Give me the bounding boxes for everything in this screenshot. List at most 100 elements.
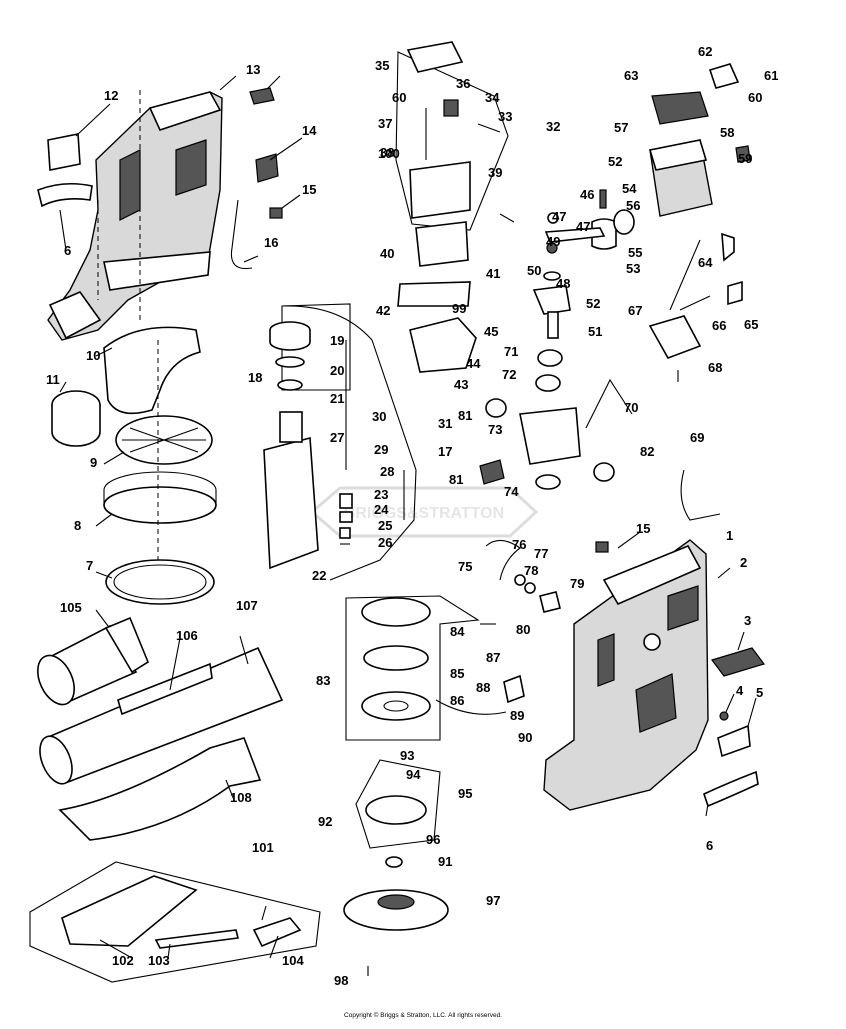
part-number-label: 59 bbox=[738, 151, 752, 166]
leader-lines bbox=[59, 75, 757, 959]
part-number-label: 35 bbox=[375, 58, 389, 73]
part-number-label: 88 bbox=[476, 680, 490, 695]
part-number-label: 82 bbox=[640, 444, 654, 459]
part-number-label: 47 bbox=[552, 209, 566, 224]
part-number-label: 6 bbox=[64, 243, 71, 258]
part-number-label: 65 bbox=[744, 317, 758, 332]
part-number-label: 33 bbox=[498, 109, 512, 124]
part-number-label: 14 bbox=[302, 123, 317, 138]
part-number-label: 103 bbox=[148, 953, 170, 968]
part-number-label: 101 bbox=[252, 840, 274, 855]
part-number-label: 107 bbox=[236, 598, 258, 613]
part-number-label: 49 bbox=[546, 234, 560, 249]
part-number-label: 2 bbox=[740, 555, 747, 570]
part-number-label: 90 bbox=[518, 730, 532, 745]
part-number-label: 3 bbox=[744, 613, 751, 628]
part-number-label: 104 bbox=[282, 953, 304, 968]
part-number-label: 52 bbox=[586, 296, 600, 311]
part-number-label: 97 bbox=[486, 893, 500, 908]
part-number-label: 106 bbox=[176, 628, 198, 643]
part-number-label: 102 bbox=[112, 953, 134, 968]
part-number-label: 42 bbox=[376, 303, 390, 318]
part-number-label: 55 bbox=[628, 245, 642, 260]
tube-106 bbox=[39, 646, 284, 785]
ignition-group bbox=[343, 759, 449, 976]
part-number-label: 91 bbox=[438, 854, 452, 869]
part-number-label: 36 bbox=[456, 76, 470, 91]
part-number-label: 37 bbox=[378, 116, 392, 131]
part-number-label: 45 bbox=[484, 324, 498, 339]
part-number-label: 54 bbox=[622, 181, 637, 196]
part-number-label: 86 bbox=[450, 693, 464, 708]
ring-7 bbox=[105, 559, 215, 605]
part-number-label: 105 bbox=[60, 600, 82, 615]
part-number-label: 8 bbox=[74, 518, 81, 533]
decal-6-right bbox=[703, 770, 759, 808]
part-number-label: 96 bbox=[426, 832, 440, 847]
part-14 bbox=[255, 153, 279, 183]
part-number-label: 50 bbox=[527, 263, 541, 278]
fuel-tank-27 bbox=[263, 411, 319, 570]
dash-axis-left bbox=[97, 90, 159, 560]
part-number-label: 66 bbox=[712, 318, 726, 333]
part-number-label: 61 bbox=[764, 68, 778, 83]
part-number-label: 80 bbox=[516, 622, 530, 637]
cover-10 bbox=[103, 326, 201, 415]
fuel-group-bracket bbox=[281, 305, 417, 581]
part-number-label: 6 bbox=[706, 838, 713, 853]
part-number-label: 7 bbox=[86, 558, 93, 573]
part-number-label: 58 bbox=[720, 125, 734, 140]
part-number-label: 99 bbox=[452, 301, 466, 316]
carburetor-group bbox=[395, 41, 509, 373]
cylinder-group bbox=[648, 63, 751, 382]
part-number-label: 62 bbox=[698, 44, 712, 59]
part-number-label: 72 bbox=[502, 367, 516, 382]
wire-16 bbox=[230, 199, 253, 270]
nozzle-107 bbox=[58, 737, 262, 841]
screen-3 bbox=[711, 647, 765, 677]
part-number-label: 41 bbox=[486, 266, 500, 281]
part-number-label: 93 bbox=[400, 748, 414, 763]
part-number-label: 70 bbox=[624, 400, 638, 415]
part-number-label: 51 bbox=[588, 324, 602, 339]
part-number-label: 29 bbox=[374, 442, 388, 457]
starter-group bbox=[345, 595, 525, 741]
part-number-label: 11 bbox=[46, 372, 60, 387]
part-number-label: 38 bbox=[380, 145, 394, 160]
part-number-label: 71 bbox=[504, 344, 518, 359]
part-number-label: 100 bbox=[378, 146, 400, 161]
part-number-label: 64 bbox=[698, 255, 713, 270]
part-number-label: 75 bbox=[458, 559, 472, 574]
part-number-label: 19 bbox=[330, 333, 344, 348]
ring-11 bbox=[51, 390, 101, 447]
part-number-label: 84 bbox=[450, 624, 465, 639]
part-number-label: 108 bbox=[230, 790, 252, 805]
part-number-label: 1 bbox=[726, 528, 733, 543]
part-number-label: 40 bbox=[380, 246, 394, 261]
part-number-label: 13 bbox=[246, 62, 260, 77]
primer-parts bbox=[480, 539, 561, 625]
part-number-label: 20 bbox=[330, 363, 344, 378]
part-108 bbox=[249, 87, 275, 105]
right-housing-part bbox=[543, 539, 709, 811]
part-number-label: 25 bbox=[378, 518, 392, 533]
wire-68 bbox=[680, 469, 721, 521]
part-number-label: 94 bbox=[406, 767, 421, 782]
part-number-label: 56 bbox=[626, 198, 640, 213]
decal-5 bbox=[717, 724, 751, 758]
part-number-label: 15 bbox=[636, 521, 650, 536]
part-number-label: 85 bbox=[450, 666, 464, 681]
part-number-label: 18 bbox=[248, 370, 262, 385]
part-number-label: 98 bbox=[334, 973, 348, 988]
decal-12 bbox=[47, 133, 81, 171]
part-number-label: 47 bbox=[576, 219, 590, 234]
part-number-label: 27 bbox=[330, 430, 344, 445]
part-number-label: 92 bbox=[318, 814, 332, 829]
screw-4 bbox=[719, 711, 729, 721]
part-number-label: 89 bbox=[510, 708, 524, 723]
part-number-label: 77 bbox=[534, 546, 548, 561]
part-number-label: 12 bbox=[104, 88, 118, 103]
